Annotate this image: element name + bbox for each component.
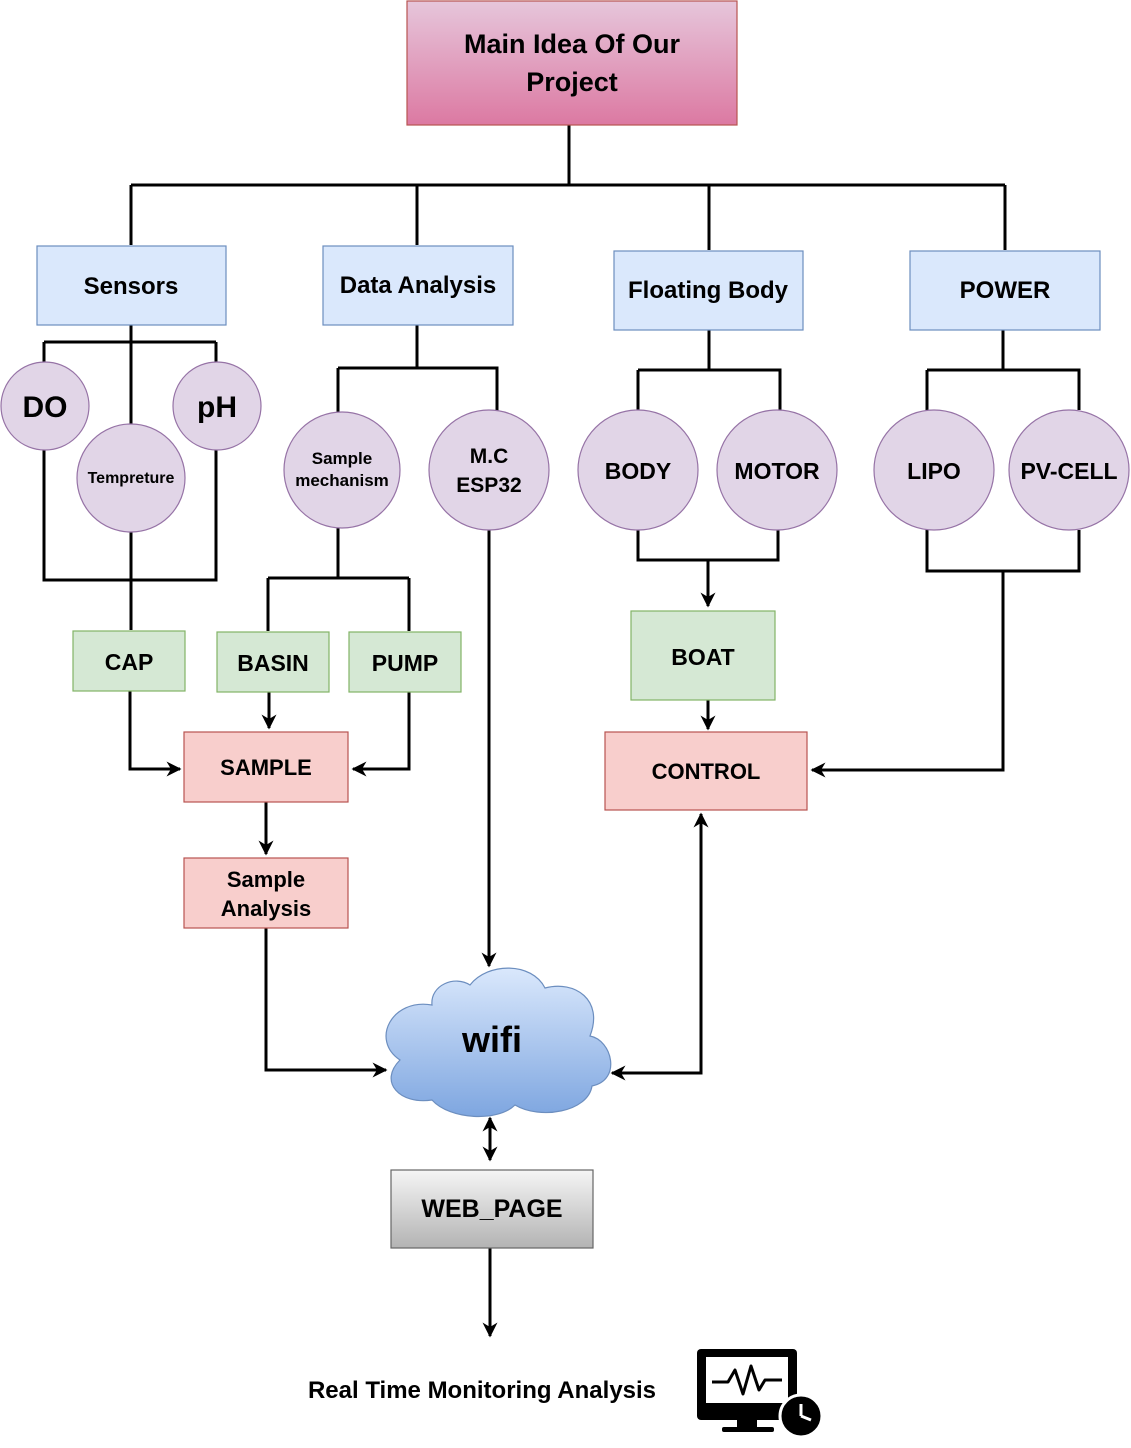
node-sensors: Sensors (36, 245, 227, 326)
monitoring-label: Real Time Monitoring Analysis (308, 1377, 656, 1404)
node-cap-label: CAP (105, 649, 154, 675)
node-data-analysis: Data Analysis (322, 245, 514, 326)
node-mc: M.C ESP32 (428, 409, 550, 531)
edge-fb-bus (638, 368, 782, 412)
node-data-analysis-label: Data Analysis (340, 272, 497, 299)
node-pump: PUMP (348, 631, 462, 693)
edge-power-bus (927, 368, 1081, 410)
node-main: Main Idea Of Our Project (406, 0, 738, 126)
node-main-line1: Main Idea Of Our (464, 29, 681, 59)
node-sample-mechanism-line2: mechanism (295, 471, 389, 490)
node-basin-label: BASIN (237, 650, 309, 676)
connectors (42, 125, 1081, 1338)
cloud-icon (385, 967, 612, 1117)
node-web-page-label: WEB_PAGE (421, 1195, 562, 1223)
node-pvcell-label: PV-CELL (1020, 458, 1117, 484)
node-motor: MOTOR (716, 409, 838, 531)
node-mc-line2: ESP32 (456, 474, 521, 497)
node-sample-analysis: Sample Analysis (183, 857, 349, 929)
node-temperature: Tempreture (76, 423, 186, 533)
node-boat: BOAT (630, 610, 776, 701)
node-sample-mechanism: Sample mechanism (283, 411, 401, 529)
edge-analysis-wifi (264, 928, 388, 1078)
node-body-label: BODY (605, 458, 671, 484)
node-lipo: LIPO (873, 409, 995, 531)
node-sample: SAMPLE (183, 731, 349, 803)
node-mc-line1: M.C (470, 445, 509, 468)
node-body: BODY (577, 409, 699, 531)
node-sample-label: SAMPLE (220, 755, 312, 780)
node-pvcell: PV-CELL (1008, 409, 1130, 531)
node-do: DO (0, 361, 90, 451)
node-floating-body: Floating Body (613, 250, 804, 331)
edge-sensors-loop (42, 342, 218, 582)
edge-control-wifi (610, 812, 709, 1081)
node-power-label: POWER (960, 277, 1051, 304)
node-control-label: CONTROL (652, 759, 761, 784)
node-sample-mechanism-line1: Sample (312, 449, 372, 468)
node-floating-body-label: Floating Body (628, 277, 789, 304)
node-motor-label: MOTOR (734, 458, 820, 484)
node-lipo-label: LIPO (907, 458, 961, 484)
monitor-heartbeat-clock-icon (697, 1349, 824, 1439)
node-do-label: DO (23, 391, 68, 424)
node-boat-label: BOAT (671, 644, 734, 670)
node-ph-label: pH (197, 391, 237, 424)
node-ph: pH (172, 361, 262, 451)
edge-pump-sample (351, 692, 411, 777)
node-control: CONTROL (604, 731, 808, 811)
node-sensors-label: Sensors (84, 273, 179, 300)
edge-cap-sample (128, 691, 182, 777)
edge-body-motor-join (636, 530, 780, 562)
node-basin: BASIN (216, 631, 330, 693)
node-cap: CAP (72, 630, 186, 692)
edge-power-control (810, 571, 1005, 778)
edge-da-bus (338, 366, 499, 412)
node-web-page: WEB_PAGE (390, 1169, 594, 1249)
node-temperature-label: Tempreture (88, 470, 175, 487)
node-pump-label: PUMP (372, 650, 438, 676)
node-sample-analysis-line2: Analysis (221, 896, 312, 921)
node-main-line2: Project (526, 67, 618, 97)
node-wifi: wifi (385, 967, 612, 1117)
node-sample-analysis-line1: Sample (227, 867, 305, 892)
node-wifi-label: wifi (461, 1019, 522, 1060)
node-power: POWER (909, 250, 1101, 331)
edge-lipo-pv-join (925, 530, 1081, 573)
